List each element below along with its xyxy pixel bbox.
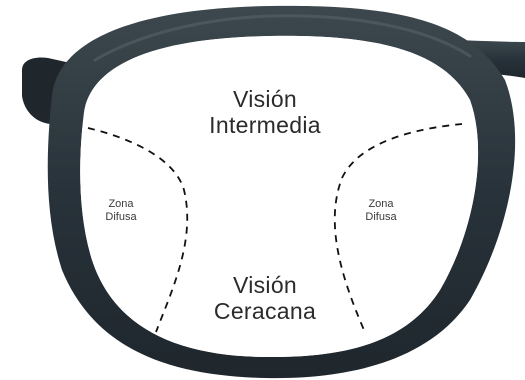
zone-near-line1: Visión [232,272,298,298]
zone-intermediate-line1: Visión [232,86,298,112]
zone-label-intermediate: Visión Intermedia [180,86,350,139]
frame-highlight [93,14,472,62]
zone-blur-right-line2: Difusa [365,210,397,223]
zone-blur-right-line1: Zona [368,198,394,210]
zone-blur-left-line1: Zona [108,198,134,210]
zone-near-line2: Ceracana [213,298,317,325]
zone-boundary-right [333,123,463,331]
zone-intermediate-line2: Intermedia [209,112,321,139]
zone-blur-left-line2: Difusa [105,210,137,223]
zone-label-near: Visión Ceracana [185,272,345,325]
lens-glass [80,35,479,358]
zone-boundary-left [87,127,189,333]
zone-label-blur-right: Zona Difusa [346,198,416,223]
lens-frame [47,5,516,379]
zone-label-blur-left: Zona Difusa [86,198,156,223]
